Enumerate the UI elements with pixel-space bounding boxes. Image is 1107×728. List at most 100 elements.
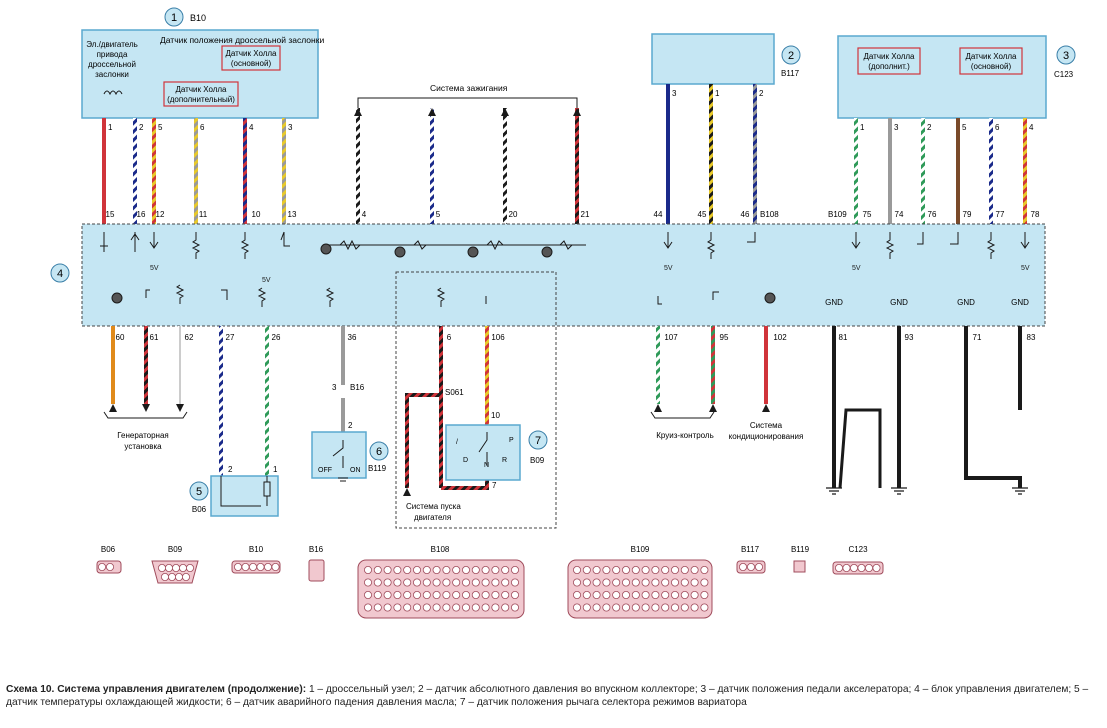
svg-text:5: 5 [436,210,441,219]
connector-label-b06: B06 [101,545,116,554]
svg-text:2: 2 [139,123,144,132]
connector-pin [700,566,709,575]
connector-pin [393,603,402,612]
connector-pin [612,578,621,587]
svg-text:2: 2 [228,465,233,474]
connector-pin [181,573,190,582]
connector-pin [233,563,242,572]
svg-text:74: 74 [895,210,904,219]
connector-pin [602,578,611,587]
svg-text:GND: GND [1011,298,1029,307]
connector-pin [491,603,500,612]
hall-main-box [221,45,281,71]
svg-text:S061: S061 [445,388,464,397]
selector-module: 7 B09 10 7 S061 P R N D / Система пуска … [395,271,557,529]
generator-label-1: Генераторная [117,431,169,440]
svg-text:10: 10 [252,210,261,219]
svg-text:78: 78 [1031,210,1040,219]
connector-pin [582,578,591,587]
svg-text:GND: GND [957,298,975,307]
connector-pin [680,578,689,587]
connector-pin [157,564,166,573]
module-2-number: 2 [788,50,794,62]
svg-text:3: 3 [288,123,293,132]
module-5-code: B06 [192,505,207,514]
hall-main-line-2: (основной) [231,59,272,68]
connector-pin [256,563,265,572]
connector-pin [363,591,372,600]
connector-pin [573,603,582,612]
map-sensor-module: 2 B117 [651,33,801,85]
connector-pin [651,591,660,600]
module-pin-labels: 1 2 5 6 4 3 3 1 2 1 3 2 5 6 4 [108,89,1034,132]
connector-pin [592,591,601,600]
svg-text:/: / [456,439,458,446]
connector-pin [602,566,611,575]
module-6-code: B119 [368,464,387,473]
connector-pin [622,578,631,587]
module-7-code: B09 [530,456,545,465]
connector-pin [481,566,490,575]
connector-pin [747,563,756,572]
connector-pin [471,591,480,600]
svg-text:93: 93 [905,333,914,342]
pedal-sensor-module: 3 C123 Датчик Холла (дополнит.) Датчик Х… [837,35,1076,119]
connector-pin [510,578,519,587]
connector-pin [174,573,183,582]
svg-text:OFF: OFF [318,467,332,474]
hall-extra-line-2: (дополнительный) [167,95,235,104]
svg-text:12: 12 [156,210,165,219]
connector-pin [442,603,451,612]
connector-pin [383,578,392,587]
svg-text:6: 6 [447,333,452,342]
svg-text:1: 1 [273,465,278,474]
svg-text:79: 79 [963,210,972,219]
svg-text:16: 16 [137,210,146,219]
connector-pin [491,591,500,600]
svg-text:3: 3 [332,383,337,392]
svg-text:102: 102 [773,333,787,342]
svg-text:61: 61 [150,333,159,342]
ac-label-1: Система [750,421,783,430]
connector-label-b10: B10 [249,545,264,554]
connector-pin [501,566,510,575]
connector-label-b09: B09 [168,545,183,554]
svg-text:5V: 5V [664,265,673,272]
connector-label-b117: B117 [741,545,760,554]
svg-text:20: 20 [509,210,518,219]
connector-pin [612,603,621,612]
svg-text:106: 106 [491,333,505,342]
ignition-label: Система зажигания [430,83,508,93]
connector-pin [501,578,510,587]
connector-pin [651,578,660,587]
svg-text:5V: 5V [262,277,271,284]
connector-pin [422,578,431,587]
connector-pin [471,578,480,587]
ecu-b108-label: B108 [760,210,779,219]
svg-text:3: 3 [894,123,899,132]
svg-text:4: 4 [249,123,254,132]
connector-pin [739,563,748,572]
connector-pin [631,591,640,600]
connector-pin [373,591,382,600]
svg-text:76: 76 [928,210,937,219]
svg-text:36: 36 [348,333,357,342]
connector-pin [872,564,881,573]
connector-pin [432,566,441,575]
connector-pin [573,591,582,600]
connector-pin [680,566,689,575]
connector-b109 [567,559,713,619]
connector-pin [592,566,601,575]
connector-pin [241,563,250,572]
cruise-bracket: Круиз-контроль Система кондиционирования [650,404,803,441]
connector-pin [412,603,421,612]
connector-pin [422,591,431,600]
connector-pin [491,578,500,587]
svg-text:71: 71 [973,333,982,342]
connector-pin [373,578,382,587]
connector-pin [680,591,689,600]
connector-pin [452,566,461,575]
connector-pin [612,591,621,600]
connector-pin [412,578,421,587]
svg-text:6: 6 [995,123,1000,132]
